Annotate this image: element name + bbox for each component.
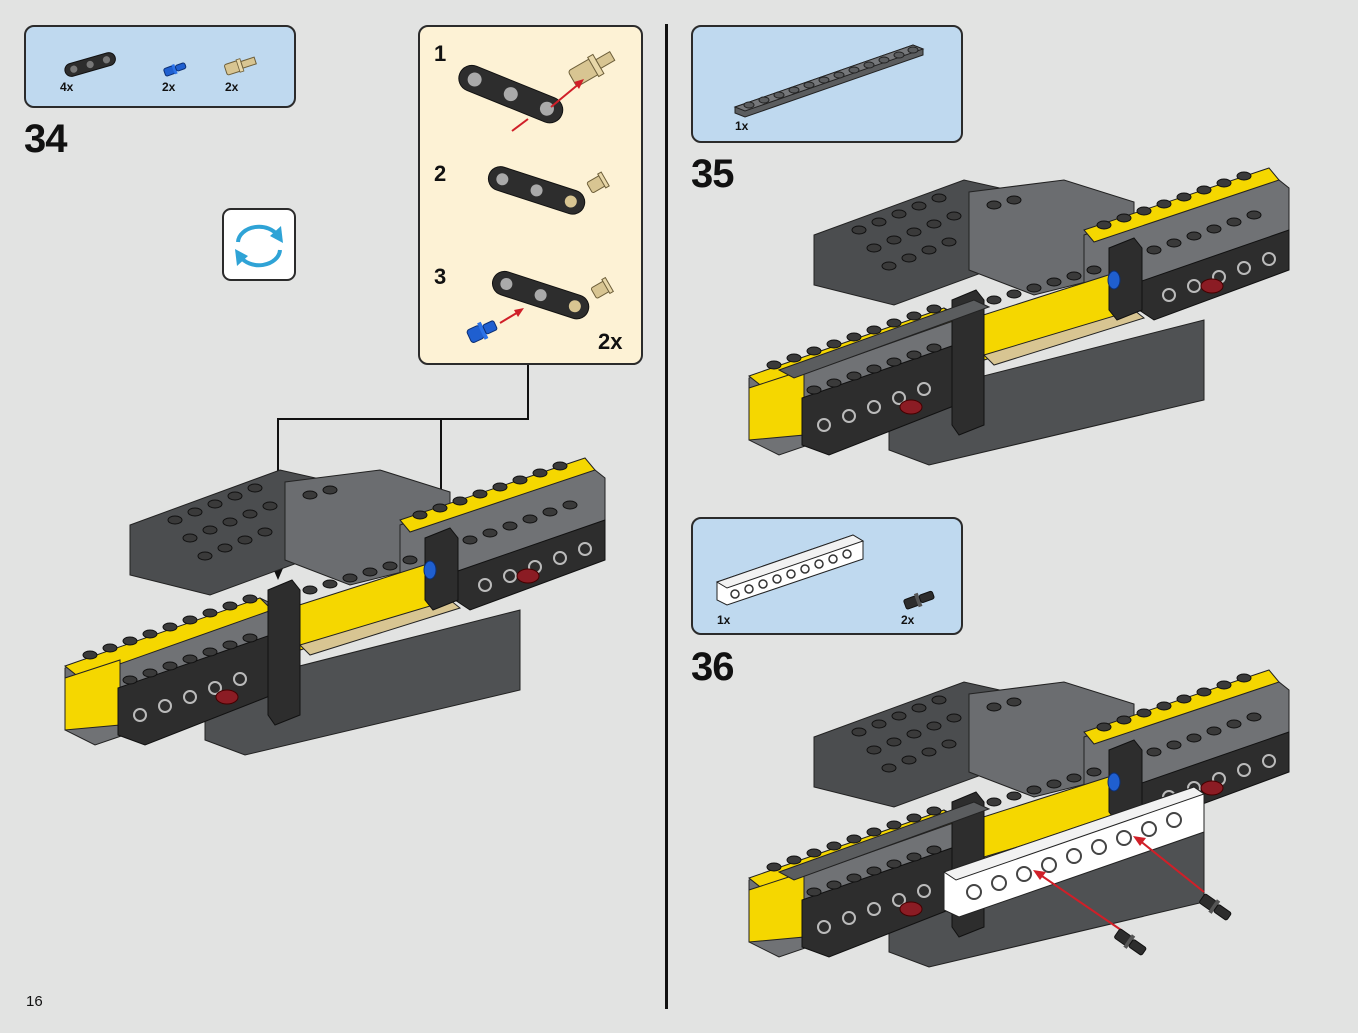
subassembly-callout: 1 2 3 2x — [418, 25, 643, 365]
substep-3-illustration — [466, 270, 615, 343]
step-34-model-illustration — [64, 457, 606, 756]
technic-beam-3-icon — [64, 52, 116, 77]
qty-white-brick: 1x — [717, 613, 731, 627]
parts-callout-step-34: 4x 2x 2x — [24, 25, 296, 108]
white-technic-brick-1x10-icon — [715, 534, 865, 606]
page-number: 16 — [26, 993, 43, 1010]
qty-blue-pin: 2x — [162, 80, 176, 94]
substep-1-number: 1 — [434, 41, 447, 66]
qty-plate: 1x — [735, 119, 749, 133]
qty-tan-pin: 2x — [225, 80, 239, 94]
substep-3-number: 3 — [434, 264, 447, 289]
substep-1-illustration — [458, 50, 616, 132]
dark-gray-plate-1x12-icon — [733, 44, 925, 118]
step-number-35: 35 — [691, 152, 734, 196]
rotate-model-icon — [235, 224, 283, 268]
subassembly-multiplier: 2x — [598, 329, 623, 354]
qty-beam: 4x — [60, 80, 74, 94]
step-number-34: 34 — [24, 117, 67, 161]
blue-pin-icon — [163, 62, 187, 77]
substep-2-illustration — [487, 166, 610, 215]
step-number-36: 36 — [691, 645, 734, 689]
qty-black-pin: 2x — [901, 613, 915, 627]
step-36-model-illustration — [748, 669, 1290, 968]
black-friction-pin-icon — [903, 590, 935, 610]
parts-callout-step-35: 1x — [691, 25, 963, 143]
parts-callout-step-36: 1x 2x — [691, 517, 963, 635]
step-35-model-illustration — [748, 167, 1290, 466]
rotate-callout — [222, 208, 296, 281]
column-divider — [665, 24, 668, 1009]
substep-2-number: 2 — [434, 161, 447, 186]
tan-axle-pin-icon — [224, 56, 257, 76]
